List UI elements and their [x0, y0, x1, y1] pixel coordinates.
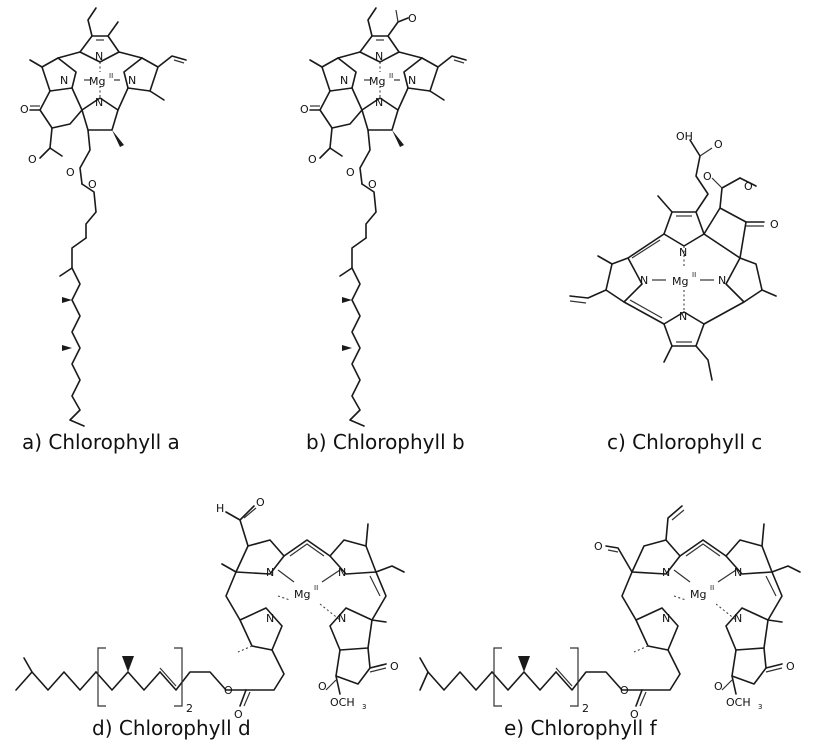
atom-o-d4: O	[234, 708, 243, 721]
porphyrin-ring-c	[569, 139, 777, 381]
caption-chlorophyll-a: a) Chlorophyll a	[22, 430, 180, 454]
atom-mg-a: Mg	[89, 75, 105, 88]
atom-o-c4: O	[770, 218, 779, 231]
atom-n-b4: N	[375, 96, 383, 109]
atom-mg-charge-b: II	[389, 72, 393, 80]
atom-n-c2: N	[640, 274, 648, 287]
structure-chlorophyll-a: N N N N Mg II O O O O	[20, 7, 187, 427]
atom-mg-charge-d: II	[314, 584, 318, 592]
atom-o-d3: O	[318, 680, 327, 693]
atom-h-d: H	[216, 502, 224, 515]
atom-och3-d: OCH	[330, 696, 355, 709]
atom-o-b3: O	[346, 166, 355, 179]
atom-mg-charge-f: II	[710, 584, 714, 592]
atom-oh-c: OH	[676, 130, 693, 143]
atom-mg-c: Mg	[672, 275, 688, 288]
atom-o-c3: O	[744, 180, 753, 193]
atom-n-a4: N	[95, 96, 103, 109]
atom-o-a1: O	[20, 103, 29, 116]
atom-o-d1: O	[256, 496, 265, 509]
atom-o-f3: O	[714, 680, 723, 693]
caption-chlorophyll-d: d) Chlorophyll d	[92, 716, 251, 740]
structure-chlorophyll-f: O N N N N Mg II O O OCH 3 O O 2	[419, 505, 801, 721]
atom-mg-d: Mg	[294, 588, 310, 601]
caption-chlorophyll-c: c) Chlorophyll c	[607, 430, 763, 454]
atom-mg-charge-c: II	[692, 271, 696, 279]
atom-n-d4: N	[338, 612, 346, 625]
porphyrin-ring-b	[309, 7, 467, 427]
atom-mg-charge-a: II	[109, 72, 113, 80]
atom-o-a3: O	[66, 166, 75, 179]
bracket-subscript-d: 2	[186, 702, 193, 715]
atom-o-b0: O	[408, 12, 417, 25]
atom-o-f1: O	[594, 540, 603, 553]
atom-n-b1: N	[340, 74, 348, 87]
atom-o-f4: O	[630, 708, 639, 721]
atom-n-d2: N	[338, 566, 346, 579]
structure-chlorophyll-c: OH O O O O N N N N Mg II	[569, 130, 779, 381]
atom-o-d2: O	[390, 660, 399, 673]
atom-n-c1: N	[679, 246, 687, 259]
atom-mg-f: Mg	[690, 588, 706, 601]
atom-o-b1: O	[300, 103, 309, 116]
atom-n-a2: N	[95, 50, 103, 63]
atom-n-a3: N	[128, 74, 136, 87]
atom-o-d5: O	[224, 684, 233, 697]
atom-n-d3: N	[266, 612, 274, 625]
structure-chlorophyll-b: N N N N Mg II O O O O O	[300, 7, 467, 427]
atom-o-f5: O	[620, 684, 629, 697]
structure-chlorophyll-d: H O N N N N Mg II O O OCH 3 O O 2	[15, 496, 405, 721]
atom-n-d1: N	[266, 566, 274, 579]
atom-mg-b: Mg	[369, 75, 385, 88]
atom-n-f4: N	[734, 612, 742, 625]
atom-o-b2: O	[308, 153, 317, 166]
atom-n-b3: N	[408, 74, 416, 87]
caption-chlorophyll-f: e) Chlorophyll f	[504, 716, 657, 740]
atom-n-c4: N	[679, 310, 687, 323]
atom-n-f2: N	[734, 566, 742, 579]
bracket-subscript-f: 2	[582, 702, 589, 715]
atom-och3-sub-f: 3	[758, 703, 762, 711]
atom-och3-f: OCH	[726, 696, 751, 709]
atom-o-c2: O	[703, 170, 712, 183]
atom-n-b2: N	[375, 50, 383, 63]
porphyrin-ring-f	[419, 505, 801, 707]
atom-o-a4: O	[88, 178, 97, 191]
atom-o-f2: O	[786, 660, 795, 673]
atom-o-c1: O	[714, 138, 723, 151]
atom-n-f3: N	[662, 612, 670, 625]
caption-chlorophyll-b: b) Chlorophyll b	[306, 430, 465, 454]
porphyrin-ring-a	[29, 7, 187, 427]
atom-n-f1: N	[662, 566, 670, 579]
atom-n-c3: N	[718, 274, 726, 287]
atom-o-a2: O	[28, 153, 37, 166]
atom-n-a1: N	[60, 74, 68, 87]
atom-o-b4: O	[368, 178, 377, 191]
porphyrin-ring-d	[15, 505, 405, 707]
atom-och3-sub-d: 3	[362, 703, 366, 711]
